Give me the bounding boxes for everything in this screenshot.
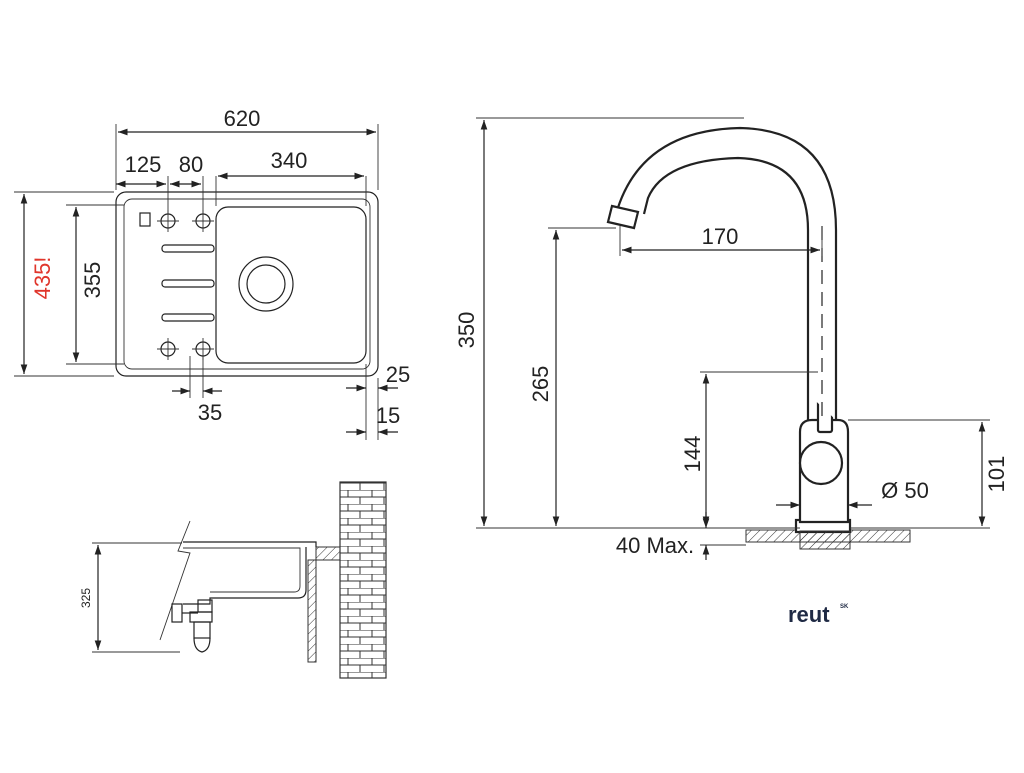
countertop bbox=[315, 546, 341, 561]
faucet-mount-nut bbox=[799, 530, 851, 550]
overflow-mark bbox=[139, 212, 151, 227]
sink-rim bbox=[123, 198, 371, 370]
dim-height-total: 435! bbox=[30, 257, 55, 300]
dim-lever-height: 144 bbox=[680, 436, 705, 473]
dim-edge-15: 15 bbox=[376, 403, 400, 428]
logo-text: reut bbox=[788, 602, 830, 627]
dim-depth: 325 bbox=[79, 588, 93, 608]
dim-width: 620 bbox=[224, 106, 261, 131]
dim-edge-25: 25 bbox=[386, 362, 410, 387]
dim-reach: 170 bbox=[702, 224, 739, 249]
tap-hole bbox=[157, 338, 179, 360]
dim-left: 125 bbox=[125, 152, 162, 177]
dim-diameter: Ø 50 bbox=[881, 478, 929, 503]
dim-faucet-height: 350 bbox=[454, 312, 479, 349]
faucet-spout-tip bbox=[606, 204, 640, 230]
brand-logo: reut SK bbox=[788, 602, 849, 627]
dim-tap: 80 bbox=[179, 152, 203, 177]
logo-suffix: SK bbox=[840, 604, 849, 610]
break-line bbox=[159, 520, 191, 641]
dim-height: 355 bbox=[80, 262, 105, 299]
dim-tap-spacing: 35 bbox=[198, 400, 222, 425]
dim-bowl: 340 bbox=[271, 148, 308, 173]
dim-spout-height: 265 bbox=[528, 366, 553, 403]
dim-countertop: 40 Max. bbox=[616, 533, 694, 558]
sink-top-view: 620 125 80 340 435! 355 35 25 15 bbox=[14, 106, 410, 440]
drain-outer bbox=[238, 256, 294, 312]
waste-trap bbox=[171, 599, 213, 653]
faucet-spout bbox=[614, 126, 838, 420]
wall bbox=[339, 481, 387, 679]
faucet-view: 350 170 265 144 101 Ø 50 40 Max. bbox=[454, 117, 1009, 560]
drain-inner bbox=[246, 264, 286, 304]
dim-base-height: 101 bbox=[984, 456, 1009, 493]
sink-outline bbox=[115, 191, 379, 377]
faucet-lever bbox=[798, 440, 844, 486]
cabinet-panel bbox=[307, 559, 317, 663]
bowl-section bbox=[183, 541, 317, 605]
drainer-rib bbox=[161, 313, 215, 322]
sink-bowl bbox=[215, 206, 367, 364]
drainer-rib bbox=[161, 244, 215, 253]
sink-section-view: 325 bbox=[79, 481, 387, 679]
drainer-rib bbox=[161, 279, 215, 288]
